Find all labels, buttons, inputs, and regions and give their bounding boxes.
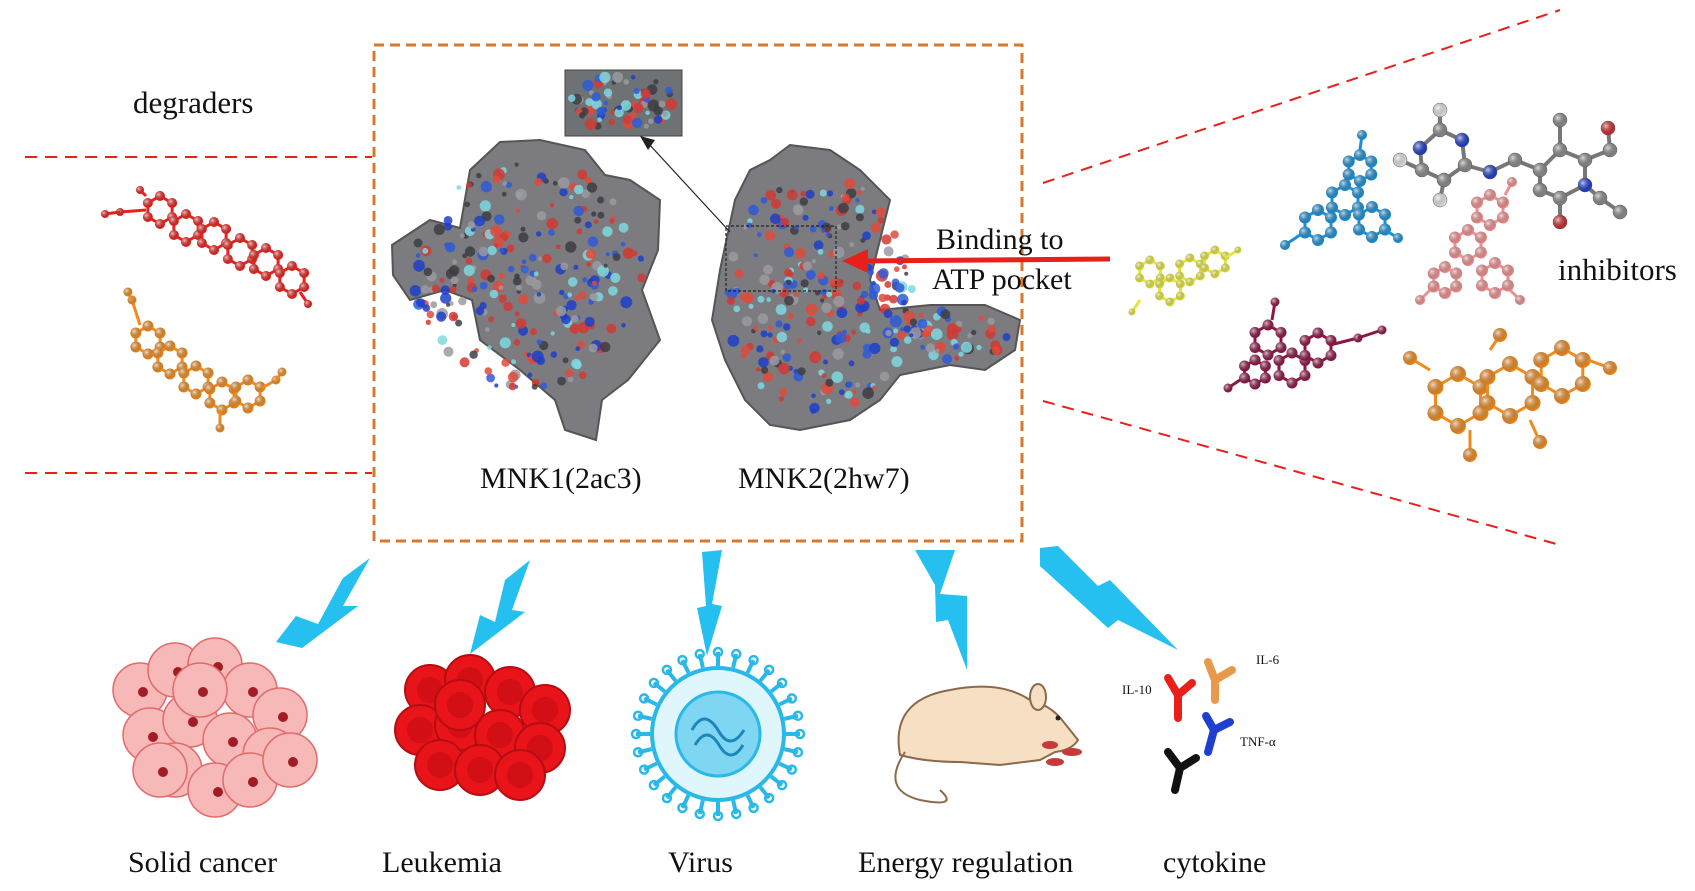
tumor-cells-icon — [112, 637, 318, 818]
blood-cells-icon — [394, 654, 571, 801]
zoom-pointer-arrowhead — [640, 136, 655, 150]
lightning-bolt-solid-cancer-icon — [276, 558, 370, 648]
degrader-molecule-red — [101, 186, 312, 308]
binding-label-line2: ATP pocket — [932, 263, 1072, 296]
binding-arrow-shaft — [861, 256, 1111, 264]
cytokine-tnf-label: TNF-α — [1240, 734, 1276, 749]
inhibitor-molecule-ball-and-stick — [1392, 102, 1628, 230]
mnk2-protein-surface — [710, 143, 1022, 432]
inhibitor-molecule-blue — [1280, 130, 1403, 250]
lightning-bolt-virus-icon — [697, 550, 722, 656]
outcome-label-energy-regulation: Energy regulation — [858, 846, 1074, 879]
inhibitor-molecule-orange — [1403, 328, 1617, 462]
mnk1-label: MNK1(2ac3) — [480, 462, 642, 495]
mnk1-protein-surface — [390, 138, 662, 442]
mouse-icon — [894, 683, 1082, 804]
cytokine-il10-label: IL-10 — [1122, 682, 1152, 697]
binding-arrow-head — [842, 249, 868, 273]
lightning-bolt-cytokine-icon — [1040, 546, 1178, 650]
cytokine-il6-label: IL-6 — [1256, 652, 1280, 667]
inhibitor-molecule-yellow — [1128, 245, 1242, 316]
mnk-structure-box — [372, 43, 1024, 543]
lightning-bolt-leukemia-icon — [470, 560, 530, 654]
lightning-bolt-energy-icon — [915, 550, 967, 670]
inhibitor-molecule-pink — [1415, 177, 1525, 305]
degraders-bracket-lines — [25, 156, 372, 474]
inhibitors-fan-lines — [1042, 9, 1561, 546]
binding-label-line1: Binding to — [936, 223, 1064, 256]
mnk2-label: MNK2(2hw7) — [738, 462, 910, 495]
outcome-label-solid-cancer: Solid cancer — [128, 846, 278, 879]
inhibitor-molecule-maroon — [1223, 297, 1387, 393]
outcome-label-cytokine: cytokine — [1163, 846, 1267, 879]
virus-icon — [630, 646, 806, 822]
inhibitors-label: inhibitors — [1558, 252, 1677, 287]
cytokine-icon — [1164, 658, 1236, 794]
degrader-molecule-orange — [123, 287, 287, 433]
atp-pocket-zoom-inset — [564, 69, 683, 137]
outcome-label-leukemia: Leukemia — [382, 846, 502, 879]
outcome-label-virus: Virus — [668, 846, 733, 879]
zoom-pointer-line — [647, 142, 731, 233]
atp-pocket-selection-box — [725, 225, 837, 292]
degraders-label: degraders — [133, 85, 254, 120]
